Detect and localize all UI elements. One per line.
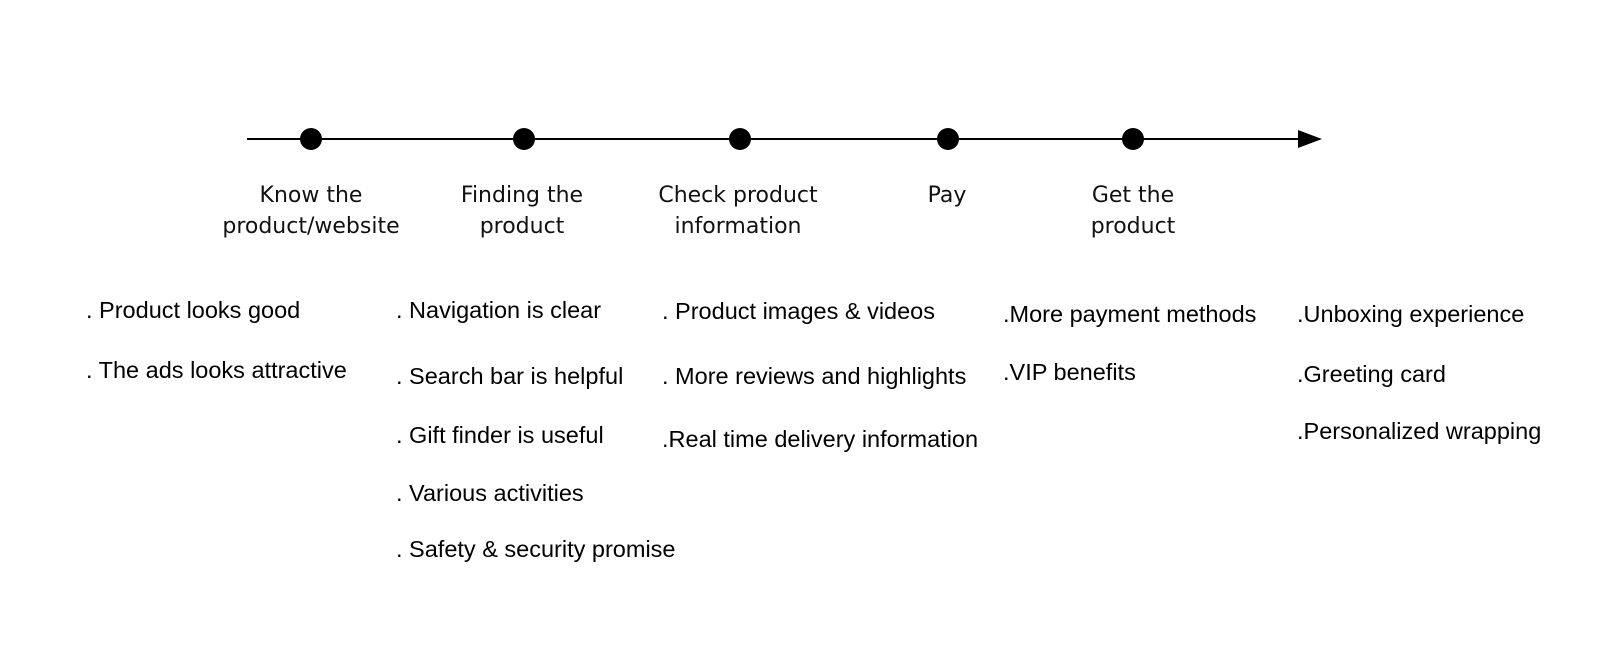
stage-label-get-product: Get the product <box>1090 183 1176 239</box>
feedback-item: . Safety & security promise <box>396 536 676 562</box>
feedback-item: .Real time delivery information <box>662 426 979 452</box>
stage-dot-4 <box>937 128 959 150</box>
feedback-item: .Greeting card <box>1297 361 1446 387</box>
feedback-item: . Gift finder is useful <box>396 422 604 448</box>
stage-dot-3 <box>729 128 751 150</box>
feedback-item: .Personalized wrapping <box>1297 418 1542 444</box>
stage-label-check-info: Check product information <box>658 183 818 239</box>
feedback-item: .VIP benefits <box>1003 359 1136 385</box>
feedback-item: . Product looks good <box>86 297 301 323</box>
stage-dot-5 <box>1122 128 1144 150</box>
feedback-item: . Various activities <box>396 480 584 506</box>
stage-label-pay: Pay <box>927 183 967 208</box>
stage-label-know-product: Know the product/website <box>222 183 400 239</box>
stage-dot-2 <box>513 128 535 150</box>
stage-label-finding-product: Finding the product <box>460 183 584 239</box>
stage-dot-1 <box>300 128 322 150</box>
feedback-item: . The ads looks attractive <box>86 357 347 383</box>
feedback-item: .More payment methods <box>1003 301 1257 327</box>
feedback-item: . Product images & videos <box>662 298 935 324</box>
feedback-item: . Search bar is helpful <box>396 363 624 389</box>
feedback-item: . Navigation is clear <box>396 297 602 323</box>
feedback-item: . More reviews and highlights <box>662 363 967 389</box>
timeline-arrowhead <box>1298 130 1322 148</box>
feedback-item: .Unboxing experience <box>1297 301 1525 327</box>
